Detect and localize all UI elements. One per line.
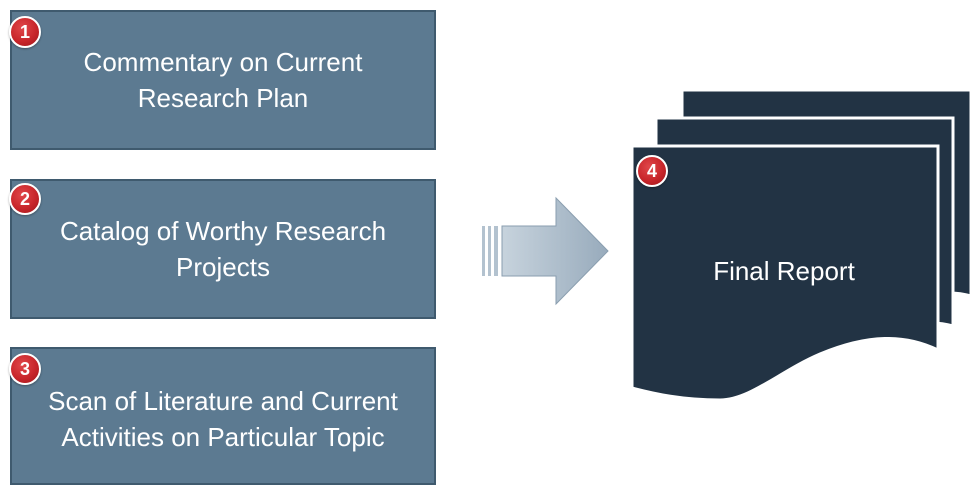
document-stack-icon <box>630 88 973 402</box>
step-box-3: Scan of Literature and Current Activitie… <box>10 347 436 485</box>
step-1-badge: 1 <box>9 16 41 48</box>
right-arrow-icon <box>482 196 609 306</box>
final-report-label: Final Report <box>713 256 855 286</box>
step-4-badge: 4 <box>636 155 668 187</box>
step-box-2: Catalog of Worthy Research Projects <box>10 179 436 319</box>
step-3-badge: 3 <box>9 353 41 385</box>
step-2-text: Catalog of Worthy Research Projects <box>59 216 387 282</box>
step-box-1: Commentary on Current Research Plan <box>10 10 436 150</box>
step-2-badge: 2 <box>9 183 41 215</box>
step-3-text: Scan of Literature and Current Activitie… <box>48 386 398 452</box>
step-1-text: Commentary on Current Research Plan <box>83 47 363 113</box>
